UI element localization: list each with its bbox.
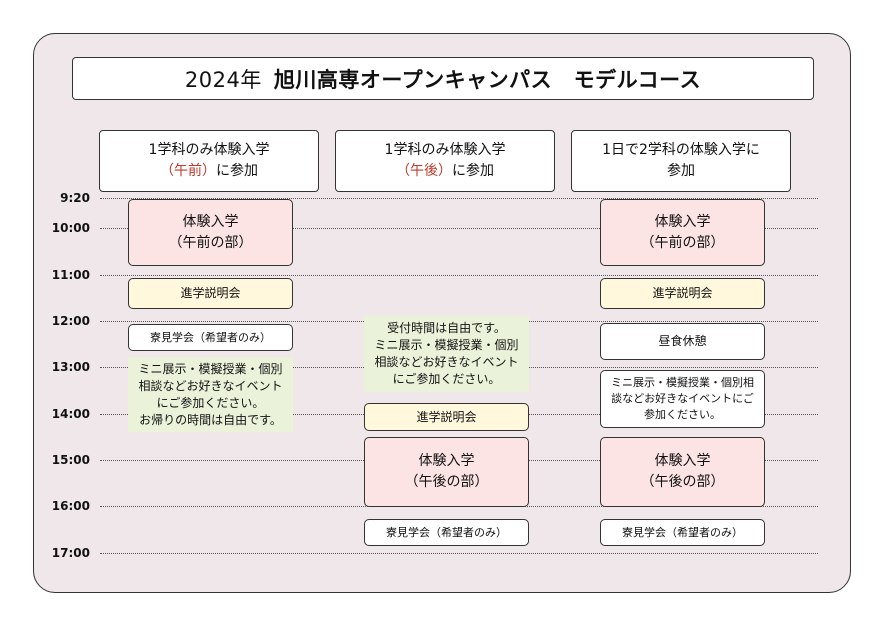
am-setsumei-block: 進学説明会 xyxy=(128,278,293,309)
note-line: ミニ展示・模擬授業・個別相 xyxy=(611,376,754,389)
two-lunch-block: 昼食休憩 xyxy=(600,323,765,360)
time-label: 10:00 xyxy=(51,221,90,235)
block-line: 体験入学 xyxy=(654,213,711,230)
block-line: 寮見学会（希望者のみ） xyxy=(386,526,507,539)
block-line: 昼食休憩 xyxy=(658,334,707,348)
block-line: 進学説明会 xyxy=(416,409,477,424)
two-setsumei-block: 進学説明会 xyxy=(600,278,765,309)
note-line: ミニ展示・模擬授業・個別 xyxy=(374,338,519,352)
two-event-note: ミニ展示・模擬授業・個別相 談などお好きなイベントにご 参加ください。 xyxy=(600,370,765,428)
title-year: 2024年 xyxy=(184,67,262,92)
course-header-accent: （午後） xyxy=(396,163,452,179)
pm-ryo-block: 寮見学会（希望者のみ） xyxy=(364,519,529,546)
block-line: 寮見学会（希望者のみ） xyxy=(150,331,271,344)
time-gridline xyxy=(100,275,818,276)
block-line: （午後の部） xyxy=(640,474,725,490)
block-line: 進学説明会 xyxy=(652,286,713,300)
time-gridline xyxy=(100,553,818,554)
note-line: 相談などお好きなイベント xyxy=(138,378,283,393)
course-header-rest: 参加 xyxy=(667,163,695,179)
time-label: 13:00 xyxy=(51,360,90,374)
time-gridline xyxy=(100,198,818,199)
block-line: 体験入学 xyxy=(654,453,711,469)
block-line: （午前の部） xyxy=(640,234,725,251)
course-header-pm: 1学科のみ体験入学 （午後）に参加 xyxy=(335,130,555,192)
course-header-two-depts: 1日で2学科の体験入学に 参加 xyxy=(571,130,791,192)
note-line: 相談などお好きなイベント xyxy=(374,355,519,369)
time-label: 11:00 xyxy=(51,268,90,282)
am-event-note: ミニ展示・模擬授業・個別 相談などお好きなイベント にご参加ください。 お帰りの… xyxy=(128,357,293,432)
time-label: 12:00 xyxy=(51,314,90,328)
two-am-taiken-block: 体験入学 （午前の部） xyxy=(600,199,765,266)
course-header-line2: 参加 xyxy=(667,161,695,182)
block-line: 体験入学 xyxy=(182,213,239,230)
time-gridline xyxy=(100,228,818,229)
course-header-line2: （午後）に参加 xyxy=(396,161,494,182)
pm-event-note: 受付時間は自由です。 ミニ展示・模擬授業・個別 相談などお好きなイベント にご参… xyxy=(364,316,529,392)
course-header-line1: 1学科のみ体験入学 xyxy=(384,142,506,158)
course-header-rest: に参加 xyxy=(452,163,494,179)
time-label: 17:00 xyxy=(51,546,90,560)
page-title: 2024年 旭川高専オープンキャンパス モデルコース xyxy=(72,57,814,100)
course-header-rest: に参加 xyxy=(216,163,258,179)
course-header-am: 1学科のみ体験入学 （午前）に参加 xyxy=(99,130,319,192)
note-line: 参加ください。 xyxy=(644,408,721,421)
block-line: （午前の部） xyxy=(168,234,253,251)
course-header-line2: （午前）に参加 xyxy=(160,161,258,182)
note-line: にご参加ください。 xyxy=(392,372,501,386)
time-label: 16:00 xyxy=(51,499,90,513)
pm-setsumei-block: 進学説明会 xyxy=(364,403,529,431)
am-ryo-block: 寮見学会（希望者のみ） xyxy=(128,324,293,351)
am-taiken-block: 体験入学 （午前の部） xyxy=(128,199,293,266)
block-line: （午後の部） xyxy=(404,474,489,490)
block-line: 寮見学会（希望者のみ） xyxy=(622,526,743,539)
two-ryo-block: 寮見学会（希望者のみ） xyxy=(600,519,765,546)
time-label: 9:20 xyxy=(60,191,90,205)
note-line: にご参加ください。 xyxy=(156,395,265,410)
note-line: ミニ展示・模擬授業・個別 xyxy=(138,361,283,376)
time-label: 15:00 xyxy=(51,453,90,467)
note-line: 談などお好きなイベントにご xyxy=(611,392,754,405)
course-header-accent: （午前） xyxy=(160,163,216,179)
schedule-panel xyxy=(33,33,851,593)
pm-taiken-block: 体験入学 （午後の部） xyxy=(364,437,529,507)
block-line: 進学説明会 xyxy=(180,286,241,300)
two-pm-taiken-block: 体験入学 （午後の部） xyxy=(600,437,765,507)
course-header-line1: 1学科のみ体験入学 xyxy=(148,142,270,158)
time-label: 14:00 xyxy=(51,407,90,421)
course-header-line1: 1日で2学科の体験入学に xyxy=(602,142,760,158)
title-main: 旭川高専オープンキャンパス モデルコース xyxy=(273,67,702,92)
block-line: 体験入学 xyxy=(418,453,475,469)
note-line: 受付時間は自由です。 xyxy=(387,321,506,335)
note-line: お帰りの時間は自由です。 xyxy=(139,412,282,427)
